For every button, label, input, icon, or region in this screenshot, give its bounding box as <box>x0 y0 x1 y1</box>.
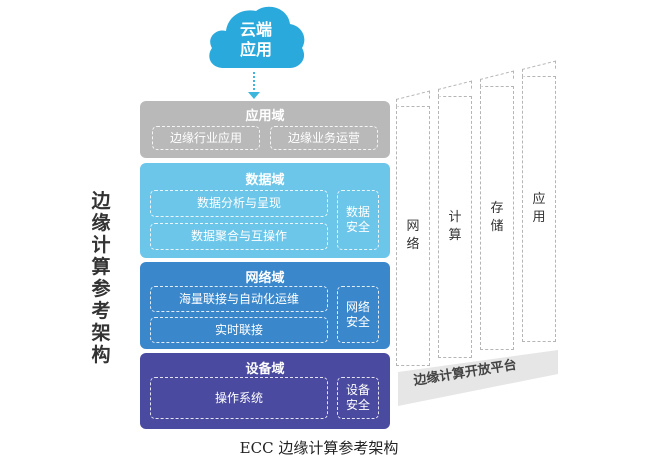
side-label: 边 缘 计 算 参 考 架 构 <box>90 190 112 366</box>
cloud-label: 云端 应用 <box>204 20 308 60</box>
side-label-char: 算 <box>91 256 111 278</box>
data-security: 数据安全 <box>337 190 379 250</box>
device-layer: 设备域 操作系统 设备安全 <box>140 353 390 429</box>
side-label-char: 计 <box>91 234 111 256</box>
app-item-operation: 边缘业务运营 <box>270 126 378 150</box>
cloud-arrow-head <box>248 92 260 99</box>
network-security-label: 网络安全 <box>345 299 370 329</box>
device-item-os: 操作系统 <box>150 377 328 419</box>
cloud-label-line2: 应用 <box>239 40 272 59</box>
caption-text: ECC 边缘计算参考架构 <box>239 439 399 457</box>
cloud-arrow-line <box>253 72 255 94</box>
pillar-storage: 存储 <box>480 86 514 350</box>
device-layer-title: 设备域 <box>245 362 285 377</box>
side-label-char: 缘 <box>91 212 111 234</box>
app-layer-title: 应用域 <box>245 109 285 124</box>
side-label-char: 构 <box>91 344 111 366</box>
data-layer-title: 数据域 <box>245 173 285 188</box>
cloud-label-line1: 云端 <box>239 20 272 39</box>
network-item-massive: 海量联接与自动化运维 <box>150 286 328 312</box>
app-item-industry: 边缘行业应用 <box>152 126 260 150</box>
figure-caption: ECC 边缘计算参考架构 <box>0 437 668 458</box>
side-label-char: 边 <box>91 190 111 212</box>
pillar-application-label: 应用 <box>532 192 546 225</box>
device-security-label: 设备安全 <box>345 383 370 412</box>
platform-base <box>398 350 558 406</box>
data-item-aggregation: 数据聚合与互操作 <box>150 223 328 250</box>
pillar-storage-label: 存储 <box>490 201 504 234</box>
app-layer: 应用域 边缘行业应用 边缘业务运营 <box>140 101 390 158</box>
pillar-compute: 计算 <box>438 96 472 358</box>
network-layer: 网络域 海量联接与自动化运维 实时联接 网络安全 <box>140 262 390 349</box>
pillar-compute-label: 计算 <box>448 210 462 243</box>
device-security: 设备安全 <box>337 377 379 419</box>
network-security: 网络安全 <box>337 286 379 343</box>
network-layer-title: 网络域 <box>245 271 285 286</box>
side-label-char: 架 <box>91 322 111 344</box>
side-label-char: 参 <box>91 278 111 300</box>
cloud-icon <box>209 6 305 69</box>
data-security-label: 数据安全 <box>345 205 370 234</box>
pillar-network-label: 网络 <box>406 219 420 252</box>
network-item-realtime: 实时联接 <box>150 317 328 343</box>
side-label-char: 考 <box>91 300 111 322</box>
pillar-application: 应用 <box>522 76 556 342</box>
data-layer: 数据域 数据分析与呈现 数据聚合与互操作 数据安全 <box>140 163 390 258</box>
pillar-network: 网络 <box>396 106 430 366</box>
data-item-analysis: 数据分析与呈现 <box>150 190 328 217</box>
